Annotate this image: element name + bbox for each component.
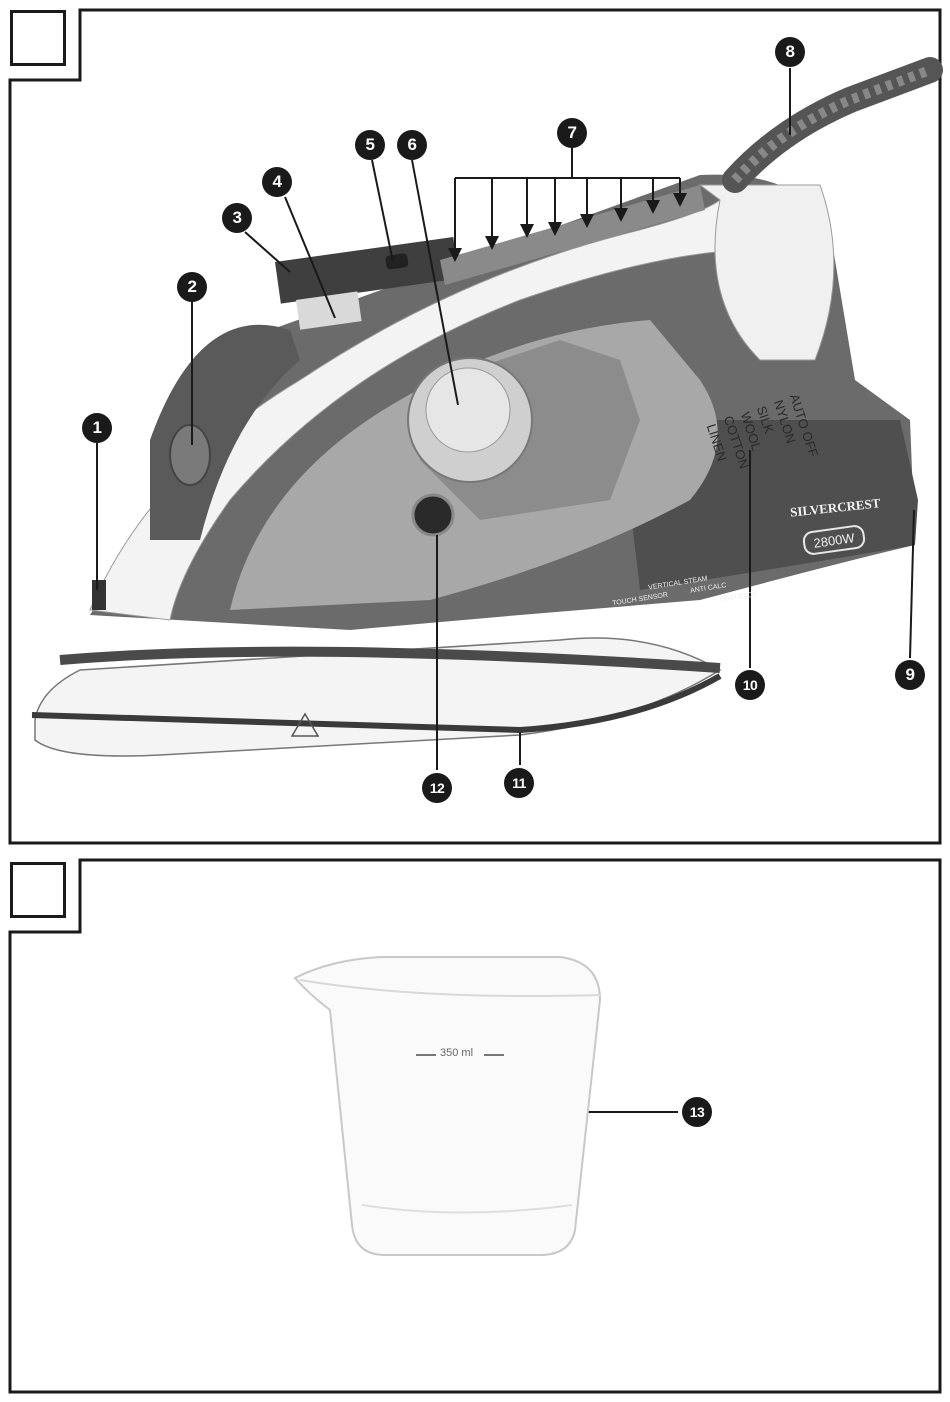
iron-soleplate [32,638,720,756]
callout-9: 9 [895,660,925,690]
callout-1: 1 [82,413,112,443]
callout-13: 13 [682,1097,712,1127]
callout-5: 5 [355,130,385,160]
callout-11: 11 [504,768,534,798]
self-clean-button [413,495,453,535]
callout-2: 2 [177,272,207,302]
power-cable [735,70,930,180]
callout-8: 8 [775,37,805,67]
callout-10: 10 [735,670,765,700]
figure-a-tab [10,10,66,66]
callout-7: 7 [557,118,587,148]
spray-nozzle [92,580,106,610]
spray-button [170,425,210,485]
measuring-jug [295,957,600,1255]
figure-b-tab [10,862,66,918]
callout-12: 12 [422,773,452,803]
callout-6: 6 [397,130,427,160]
jug-capacity-mark: 350 ml [440,1047,473,1059]
callout-4: 4 [262,167,292,197]
callout-3: 3 [222,203,252,233]
